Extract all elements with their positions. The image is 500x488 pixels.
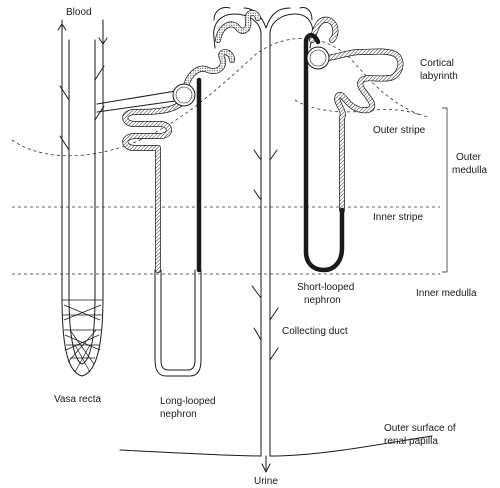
short-looped-nephron	[215, 10, 404, 273]
afferent-vessel	[96, 89, 183, 113]
label-cortical-labyrinth-line2: labyrinth	[420, 71, 458, 82]
label-short-looped-line2: nephron	[304, 295, 341, 306]
label-long-looped-line2: nephron	[160, 409, 197, 420]
label-collecting-duct: Collecting duct	[282, 326, 348, 337]
label-outer-surface-line1: Outer surface of	[384, 423, 456, 434]
label-outer-medulla-line2: medulla	[452, 165, 487, 176]
label-outer-surface-line2: renal papilla	[384, 436, 438, 447]
label-inner-medulla: Inner medulla	[416, 288, 477, 299]
label-vasa-recta: Vasa recta	[54, 394, 101, 405]
label-outer-medulla-line1: Outer	[456, 152, 482, 163]
long-looped-nephron	[122, 49, 235, 377]
cortex-boundary-line	[11, 38, 421, 157]
label-urine: Urine	[254, 476, 278, 487]
label-short-looped-line1: Short-looped	[297, 282, 354, 293]
label-cortical-labyrinth-line1: Cortical	[420, 58, 454, 69]
label-long-looped-line1: Long-looped	[160, 396, 216, 407]
vasa-recta	[57, 19, 108, 377]
outer-medulla-bracket	[442, 107, 448, 273]
label-inner-stripe: Inner stripe	[373, 212, 423, 223]
label-outer-stripe: Outer stripe	[373, 125, 426, 136]
outer-stripe-boundary-line	[294, 99, 431, 119]
label-blood: Blood	[66, 7, 92, 18]
